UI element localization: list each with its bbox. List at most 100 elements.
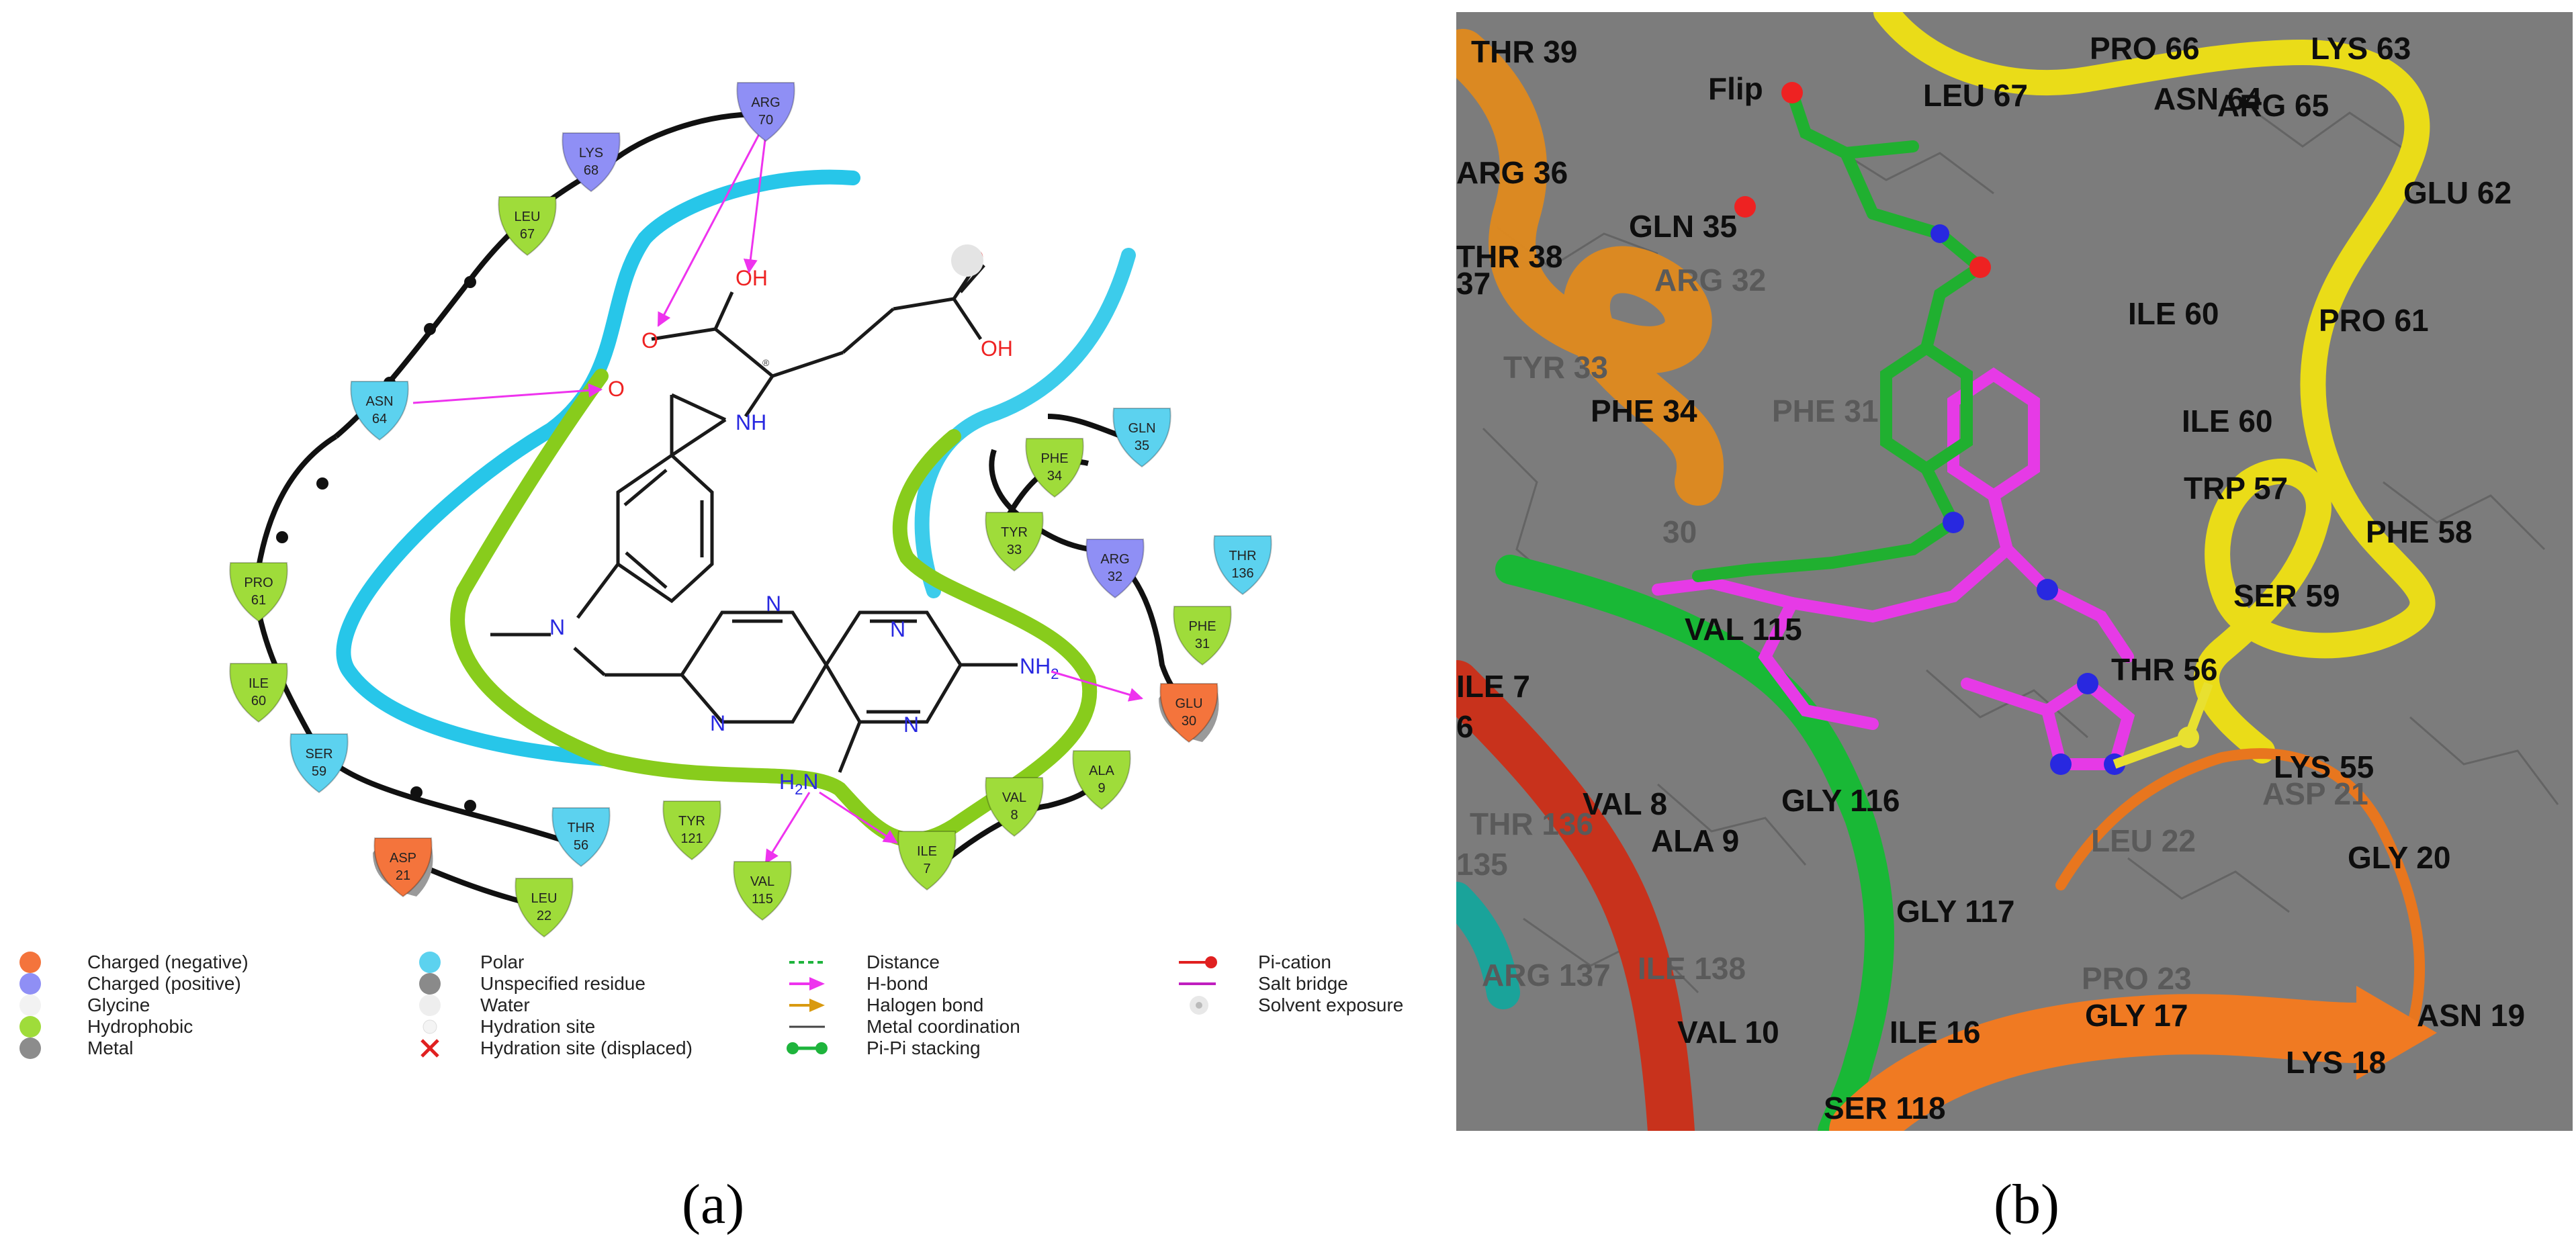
residue-number: 68	[584, 163, 598, 178]
residue-label-3d: THR 39	[1471, 34, 1577, 69]
atom-oh-1: OH	[736, 266, 768, 290]
residue-label-3d: LYS 63	[2311, 31, 2411, 66]
residue-name: GLN	[1128, 421, 1155, 436]
residue-name: ILE	[917, 844, 937, 859]
residue-tyr-33: TYR 33	[985, 512, 1044, 572]
legend-label: Glycine	[87, 995, 150, 1015]
residue-label-3d: GLN 35	[1629, 209, 1737, 244]
residue-label-3d: ASP 21	[2262, 776, 2368, 811]
residue-number: 115	[752, 892, 773, 907]
residue-number: 7	[923, 862, 930, 876]
residue-name: PRO	[244, 576, 273, 590]
residue-number: 35	[1135, 439, 1149, 453]
residue-label-3d: THR 38	[1456, 239, 1562, 274]
pocket-contour-cyan	[336, 169, 860, 766]
residue-number: 121	[680, 831, 703, 846]
residue-label-3d: PRO 61	[2319, 303, 2429, 338]
legend-label: Metal coordination	[867, 1016, 1020, 1037]
residue-label-3d: LEU 67	[1923, 78, 2028, 113]
residue-label-3d: TYR 33	[1503, 350, 1608, 385]
ribbon-yellow	[1873, 12, 2436, 764]
caption-b: (b)	[1994, 1173, 2059, 1236]
residue-label-3d: LEU 22	[2091, 823, 2196, 858]
residue-name: TYR	[678, 814, 705, 829]
legend-swatch	[419, 973, 441, 995]
atom-n-2: N	[890, 617, 905, 641]
residue-number: 64	[372, 412, 387, 426]
legend-label: Hydration site (displaced)	[480, 1038, 693, 1058]
residue-label-3d: PHE 58	[2366, 514, 2473, 549]
residue-label-3d: THR 136	[1470, 807, 1593, 841]
residue-name: THR	[567, 821, 594, 835]
ribbon-orange-loop	[2055, 748, 2426, 1038]
residue-label-3d: VAL 8	[1583, 786, 1667, 821]
legend-label: H-bond	[867, 973, 928, 994]
legend-swatch	[19, 995, 41, 1016]
residue-name: LYS	[579, 146, 603, 160]
residue-number: 22	[537, 909, 551, 923]
residue-ile-7: ILE 7	[897, 831, 957, 891]
legend-label: Solvent exposure	[1258, 995, 1403, 1015]
atom-n-3: N	[710, 711, 725, 735]
caption-a: (a)	[682, 1173, 745, 1236]
wireframe-residues	[1482, 91, 2559, 994]
residue-label-3d: TRP 57	[2184, 471, 2288, 506]
residue-name: ASN	[365, 394, 393, 409]
residue-number: 56	[574, 838, 588, 853]
residue-label-3d: ASN 64	[2153, 81, 2262, 116]
residue-number: 61	[251, 593, 266, 608]
legend-swatch	[419, 952, 441, 973]
residue-name: GLU	[1175, 696, 1202, 711]
residue-number: 21	[396, 868, 410, 883]
residue-name: TYR	[1001, 525, 1028, 540]
residue-label-3d: 37	[1456, 266, 1491, 301]
legend-label: Halogen bond	[867, 995, 983, 1015]
backbone-chains	[252, 111, 1197, 909]
ligand-atoms: OH O O NH OH O N N N N N NH2 H2N ®	[549, 246, 1059, 798]
stereo-marker: ®	[762, 357, 770, 368]
residue-gln-35: GLN 35	[1112, 408, 1171, 468]
legend-label: Water	[480, 995, 530, 1015]
secondary-structure-ribbons	[1456, 12, 2436, 1131]
residue-number: 59	[312, 764, 326, 779]
residue-tyr-121: TYR 121	[662, 800, 721, 861]
legend-label: Charged (positive)	[87, 973, 241, 994]
legend-swatch	[19, 1038, 41, 1059]
legend-label: Pi-cation	[1258, 952, 1331, 972]
residue-label-3d: ARG 36	[1456, 155, 1568, 190]
residue-number: 8	[1010, 808, 1018, 823]
legend-label: Hydrophobic	[87, 1016, 193, 1037]
residue-number: 32	[1108, 569, 1122, 584]
residue-asn-64: ASN 64	[350, 381, 409, 441]
h-bonds	[412, 134, 1144, 864]
atom-n-1: N	[766, 592, 781, 616]
residue-label-3d: VAL 10	[1677, 1015, 1779, 1050]
residue-label-3d: GLY 117	[1896, 894, 2015, 929]
legend-label: Metal	[87, 1038, 133, 1058]
legend-label: Polar	[480, 952, 524, 972]
ligand-interaction-diagram: OH O O NH OH O N N N N N NH2 H2N ® ARG70…	[19, 82, 1403, 1059]
residue-label-3d: GLY 17	[2085, 998, 2188, 1033]
ribbon-orange-helix	[1456, 29, 1724, 506]
residue-label-3d: ARG 32	[1654, 263, 1766, 297]
residue-name: ILE	[249, 676, 269, 691]
residue-lys-68: LYS 68	[562, 132, 621, 193]
legend-swatch	[419, 995, 441, 1016]
residue-number: 33	[1007, 543, 1022, 557]
residue-label-3d: ILE 16	[1890, 1015, 1981, 1050]
ribbon-orange-strand	[1829, 994, 2387, 1131]
residue-name: PHE	[1040, 451, 1068, 466]
residue-name: PHE	[1188, 619, 1216, 634]
residue-pro-61: PRO 61	[229, 562, 288, 623]
residue-label-3d: PHE 34	[1591, 394, 1697, 428]
residue-label-3d: ILE 7	[1456, 669, 1530, 704]
residue-label-3d: VAL 115	[1685, 612, 1802, 647]
pocket-contour-green	[450, 369, 1098, 847]
residue-thr-56: THR 56	[551, 807, 611, 868]
residue-label-3d: LYS 18	[2286, 1045, 2386, 1080]
